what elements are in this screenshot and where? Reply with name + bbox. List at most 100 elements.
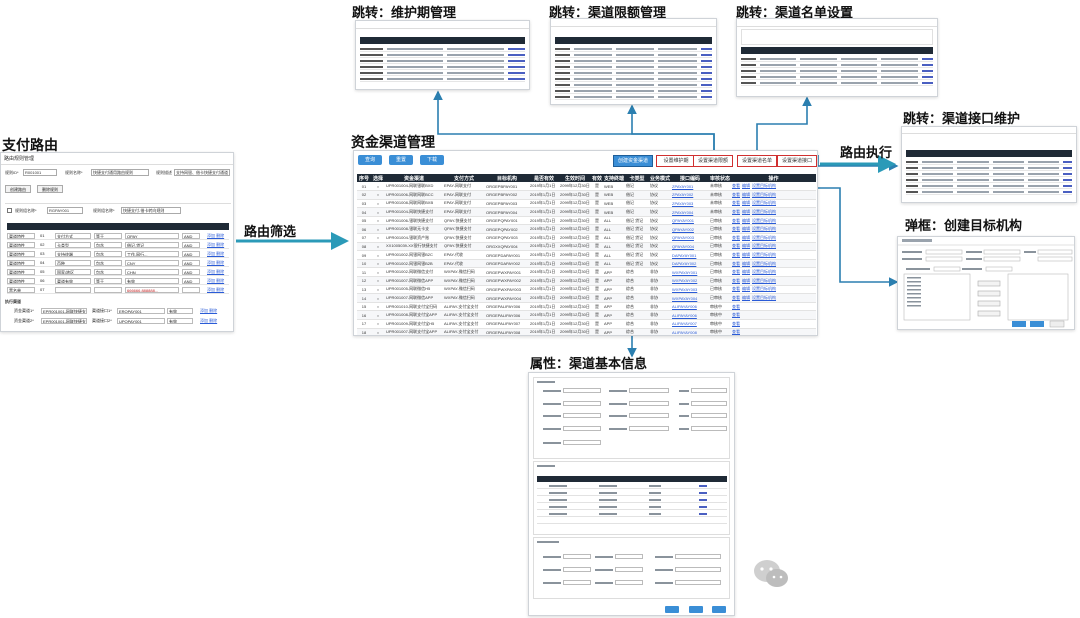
condition-field[interactable]: 666666,888888... bbox=[125, 287, 179, 293]
set-target-org-link[interactable]: 设置目标机构 bbox=[752, 295, 776, 301]
edit-link[interactable]: 编辑 bbox=[742, 217, 750, 223]
reset-button[interactable]: 重置 bbox=[389, 155, 413, 165]
condition-field[interactable]: 黑名单 bbox=[7, 287, 35, 293]
create-route-button[interactable]: 创建路由 bbox=[5, 185, 31, 193]
create-target-org-modal[interactable] bbox=[897, 236, 1075, 330]
maintenance-screen-thumbnail[interactable] bbox=[355, 20, 530, 90]
edit-link[interactable]: 编辑 bbox=[742, 252, 750, 258]
set-target-org-link[interactable]: 设置目标机构 bbox=[752, 252, 776, 258]
condition-field[interactable]: AND bbox=[182, 242, 200, 248]
set-target-org-link[interactable]: 设置目标机构 bbox=[752, 277, 776, 283]
add-delete-links[interactable]: 添加 删除 bbox=[206, 287, 228, 293]
view-link[interactable]: 查看 bbox=[732, 312, 740, 318]
add-delete-links[interactable]: 添加 删除 bbox=[206, 278, 228, 284]
condition-field[interactable]: 包含 bbox=[94, 251, 122, 257]
set-target-org-link[interactable]: 设置目标机构 bbox=[752, 200, 776, 206]
row-radio[interactable]: ○ bbox=[371, 302, 385, 312]
edit-link[interactable]: 编辑 bbox=[742, 286, 750, 292]
view-link[interactable]: 查看 bbox=[732, 320, 740, 326]
condition-field[interactable]: 工作,网行... bbox=[125, 251, 179, 257]
view-link[interactable]: 查看 bbox=[732, 191, 740, 197]
condition-field[interactable]: 卡类型 bbox=[55, 242, 91, 248]
condition-field[interactable]: AND bbox=[182, 260, 200, 266]
add-delete-links[interactable]: 添加 删除 bbox=[199, 308, 225, 314]
row-radio[interactable]: ○ bbox=[371, 267, 385, 278]
condition-field[interactable]: 包含 bbox=[94, 260, 122, 266]
add-delete-links[interactable]: 添加 删除 bbox=[206, 251, 228, 257]
attr-submit-button[interactable] bbox=[689, 606, 703, 613]
delete-rule-button[interactable]: 删除规则 bbox=[37, 185, 63, 193]
condition-field[interactable]: 支持终端 bbox=[55, 251, 91, 257]
edit-link[interactable]: 编辑 bbox=[742, 295, 750, 301]
condition-field[interactable]: AND bbox=[182, 251, 200, 257]
condition-field[interactable]: 渠道特性 bbox=[7, 242, 35, 248]
group-rule-input[interactable]: 快捷支付-借卡转向规则 bbox=[121, 207, 181, 214]
edit-link[interactable]: 编辑 bbox=[742, 183, 750, 189]
row-radio[interactable]: ○ bbox=[371, 199, 385, 209]
edit-link[interactable]: 编辑 bbox=[742, 277, 750, 283]
edit-link[interactable]: 编辑 bbox=[742, 191, 750, 197]
edit-link[interactable]: 编辑 bbox=[742, 243, 750, 249]
group-name-input[interactable]: RGPAY001 bbox=[47, 207, 83, 214]
condition-field[interactable]: 支付方式 bbox=[55, 233, 91, 239]
exec-field[interactable]: 有效 bbox=[167, 318, 193, 324]
condition-field[interactable]: AND bbox=[182, 278, 200, 284]
edit-link[interactable]: 编辑 bbox=[742, 269, 750, 275]
condition-field[interactable]: QPAY bbox=[125, 233, 179, 239]
view-link[interactable]: 查看 bbox=[732, 209, 740, 215]
exec-field[interactable]: UPQPAY001 bbox=[117, 318, 165, 324]
row-radio[interactable]: ○ bbox=[371, 242, 385, 252]
add-delete-links[interactable]: 添加 删除 bbox=[206, 260, 228, 266]
condition-field[interactable]: 包含 bbox=[94, 242, 122, 248]
set-target-org-link[interactable]: 设置目标机构 bbox=[752, 183, 776, 189]
view-link[interactable]: 查看 bbox=[732, 277, 740, 283]
condition-field[interactable]: 渠道特性 bbox=[7, 278, 35, 284]
quota-screen-thumbnail[interactable] bbox=[550, 18, 717, 105]
view-link[interactable]: 查看 bbox=[732, 329, 740, 335]
condition-field[interactable]: 币种 bbox=[55, 260, 91, 266]
row-radio[interactable]: ○ bbox=[371, 250, 385, 260]
tab-set-interface[interactable]: 设置渠道接口 bbox=[777, 155, 817, 167]
condition-field[interactable]: 包含 bbox=[94, 269, 122, 275]
edit-link[interactable]: 编辑 bbox=[742, 200, 750, 206]
condition-field[interactable]: 借记,贷记 bbox=[125, 242, 179, 248]
row-radio[interactable]: ○ bbox=[371, 190, 385, 200]
add-delete-links[interactable]: 添加 删除 bbox=[199, 318, 225, 324]
set-target-org-link[interactable]: 设置目标机构 bbox=[752, 191, 776, 197]
condition-field[interactable]: CNY bbox=[125, 260, 179, 266]
condition-field[interactable]: 等于 bbox=[94, 233, 122, 239]
view-link[interactable]: 查看 bbox=[732, 260, 740, 266]
query-button[interactable]: 查询 bbox=[358, 155, 382, 165]
row-radio[interactable]: ○ bbox=[371, 207, 385, 217]
namelist-screen-thumbnail[interactable] bbox=[736, 18, 938, 97]
condition-field[interactable]: 有效 bbox=[125, 278, 179, 284]
exec-field[interactable]: 有效 bbox=[167, 308, 193, 314]
row-radio[interactable]: ○ bbox=[371, 224, 385, 235]
edit-link[interactable]: 编辑 bbox=[742, 260, 750, 266]
set-target-org-link[interactable]: 设置目标机构 bbox=[752, 209, 776, 215]
view-link[interactable]: 查看 bbox=[732, 286, 740, 292]
rule-name-input[interactable]: 快捷支付通用路由规则 bbox=[91, 169, 149, 176]
condition-field[interactable]: 渠道特性 bbox=[7, 260, 35, 266]
tab-set-quota[interactable]: 设置渠道限额 bbox=[693, 155, 733, 167]
condition-field[interactable] bbox=[182, 287, 200, 293]
view-link[interactable]: 查看 bbox=[732, 295, 740, 301]
rule-id-input[interactable]: R001001 bbox=[23, 169, 57, 176]
condition-field[interactable]: 渠道特性 bbox=[7, 269, 35, 275]
edit-link[interactable]: 编辑 bbox=[742, 234, 750, 240]
interface-screen-thumbnail[interactable] bbox=[901, 126, 1077, 203]
